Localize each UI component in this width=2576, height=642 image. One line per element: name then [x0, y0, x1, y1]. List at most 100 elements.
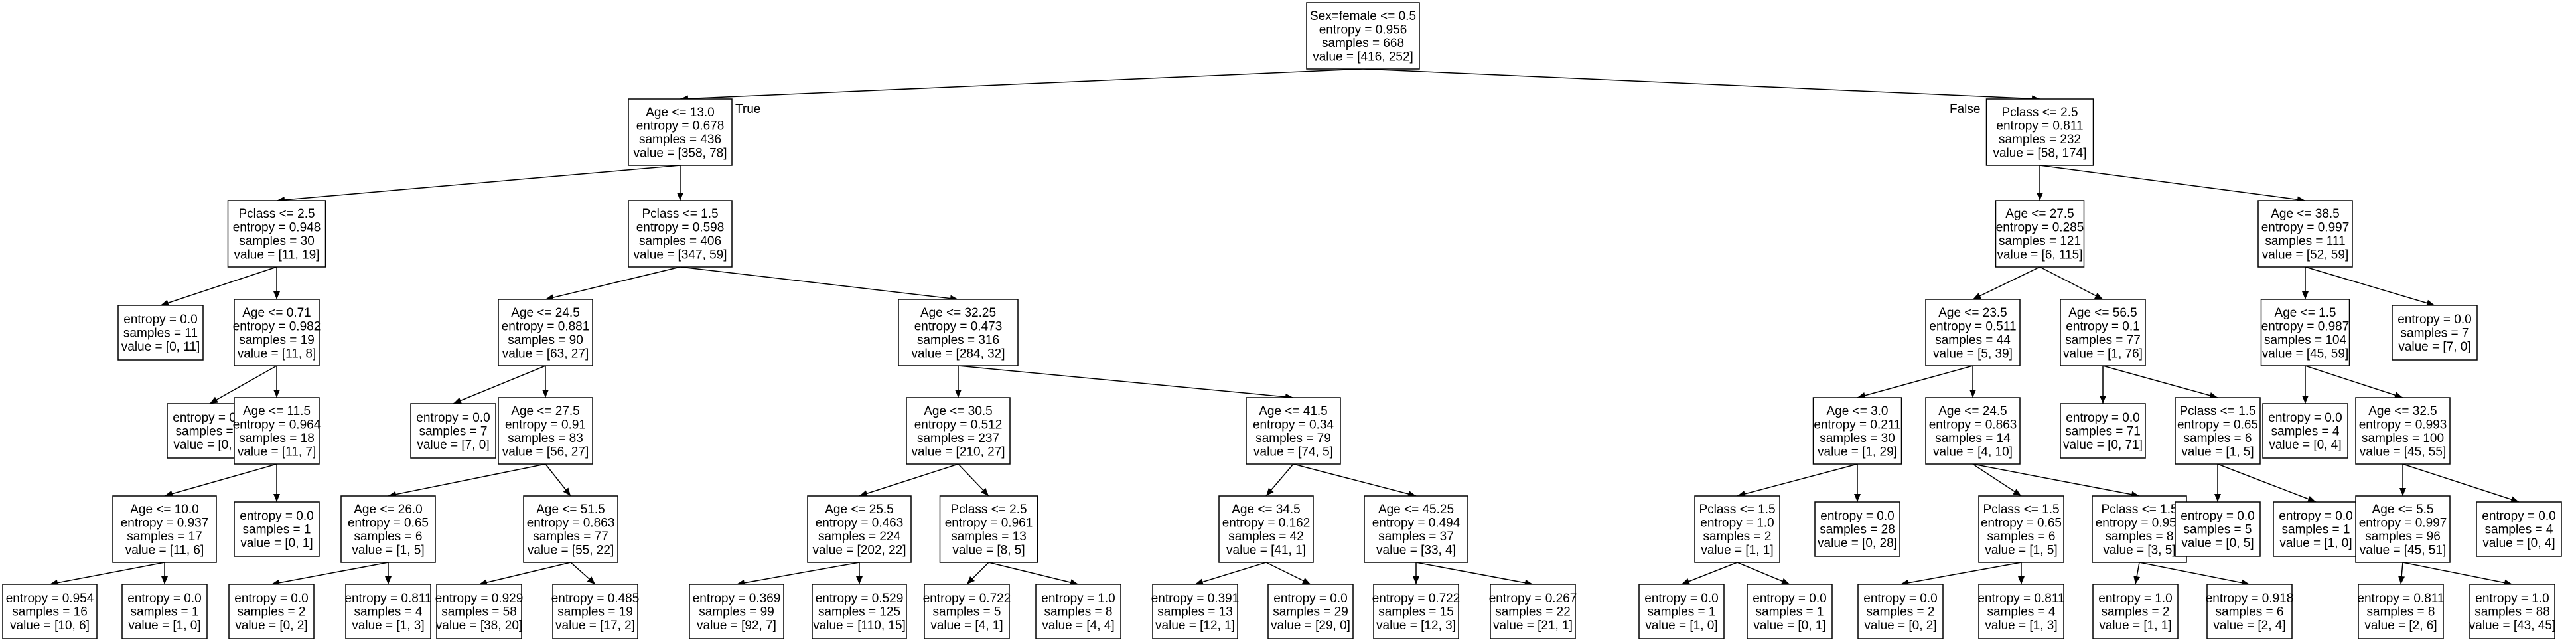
node-line: entropy = 0.267 [1489, 592, 1577, 605]
tree-edge [1362, 68, 2040, 102]
node-line: entropy = 0.463 [816, 516, 904, 530]
node-line: samples = 90 [508, 333, 583, 347]
node-line: value = [33, 4] [1376, 543, 1456, 557]
tree-edge [955, 366, 962, 398]
edge-arrowhead [1266, 487, 1274, 496]
node-box [1246, 397, 1341, 465]
edge-line [1265, 562, 1311, 585]
tree-edge [161, 562, 168, 584]
edge-arrowhead [2018, 576, 2025, 584]
node-line: value = [284, 32] [911, 347, 1005, 361]
edge-arrowhead [161, 576, 168, 584]
edge-arrowhead [1857, 392, 1866, 399]
node-line: value = [58, 174] [1993, 146, 2086, 160]
node-line: entropy = 0.929 [435, 592, 524, 605]
node-line: entropy = 0.811 [1996, 119, 2083, 133]
node-line: entropy = 0.0 [1863, 592, 1937, 605]
node-line: samples = 5 [933, 605, 1001, 619]
node-line: entropy = 0.881 [502, 319, 590, 333]
node-line: Age <= 23.5 [1938, 306, 2007, 320]
node-line: samples = 44 [1935, 333, 2011, 347]
node-line: samples = 88 [2474, 605, 2550, 619]
node-line: value = [21, 1] [1493, 619, 1573, 633]
edge-line [453, 365, 546, 404]
node-line: samples = 316 [917, 333, 999, 347]
node-box [498, 299, 593, 366]
node-line: samples = 7 [419, 425, 488, 439]
node-line: samples = 232 [1999, 133, 2081, 147]
node-line: value = [56, 27] [502, 445, 589, 459]
node-line: value = [0, 11] [121, 340, 200, 354]
node-box [628, 200, 733, 268]
node-line: value = [55, 22] [528, 543, 614, 557]
node-box [1267, 584, 1354, 639]
node-line: samples = 4 [2485, 523, 2553, 537]
node-line: entropy = 0.0 [2397, 313, 2471, 327]
node-line: entropy = 0.511 [1929, 319, 2016, 333]
tree-edge [2402, 463, 2520, 503]
node-line: entropy = 0.34 [1253, 418, 1334, 432]
node-line: samples = 6 [2184, 432, 2252, 445]
node-box [234, 397, 320, 465]
node-line: samples = 15 [1378, 605, 1454, 619]
tree-edge [2039, 266, 2104, 300]
node-line: entropy = 0.65 [2177, 418, 2258, 432]
branch-label-false: False [1950, 102, 1980, 116]
edge-arrowhead [2426, 299, 2435, 307]
node-line: entropy = 0.722 [1372, 592, 1461, 605]
node-line: entropy = 0.811 [1977, 592, 2064, 605]
tree-edge [1737, 463, 1858, 497]
node-line: value = [63, 27] [502, 347, 589, 361]
edge-arrowhead [677, 193, 683, 201]
node-line: value = [12, 1] [1155, 619, 1235, 633]
node-line: value = [4, 1] [930, 619, 1003, 633]
tree-edge [273, 366, 280, 398]
tree-edge [1415, 562, 1534, 586]
node-box [906, 397, 1011, 465]
node-line: value = [45, 55] [2360, 445, 2446, 459]
tree-edge [2039, 165, 2306, 203]
tree-edge [680, 266, 959, 302]
node-box [523, 495, 618, 563]
node-line: samples = 121 [1999, 234, 2081, 248]
node-line: samples = 96 [2365, 530, 2441, 544]
node-box [228, 584, 315, 639]
node-line: value = [12, 3] [1376, 619, 1456, 633]
node-line: samples = 1 [1648, 605, 1716, 619]
node-line: entropy = 0.485 [551, 592, 640, 605]
node-line: value = [0, 28] [1818, 536, 1897, 550]
tree-edge [2214, 464, 2221, 502]
node-box [2260, 299, 2350, 366]
node-box [939, 495, 1038, 563]
tree-edge [273, 464, 280, 502]
edge-line [478, 562, 571, 585]
edge-arrowhead [1969, 390, 1976, 398]
node-line: samples = 11 [123, 327, 198, 341]
tree-edge [2305, 365, 2403, 399]
node-line: value = [0, 71] [2063, 438, 2143, 452]
edge-line [1972, 266, 2040, 300]
node-line: samples = 77 [533, 530, 608, 544]
node-box [2273, 501, 2359, 557]
node-line: value = [1, 29] [1818, 445, 1897, 459]
node-box [1747, 584, 1833, 639]
tree-edge [164, 463, 277, 497]
node-line: value = [110, 15] [813, 619, 906, 633]
edge-line [271, 562, 389, 585]
edge-arrowhead [2394, 392, 2403, 399]
node-box [1985, 98, 2094, 166]
node-box [1152, 584, 1238, 639]
